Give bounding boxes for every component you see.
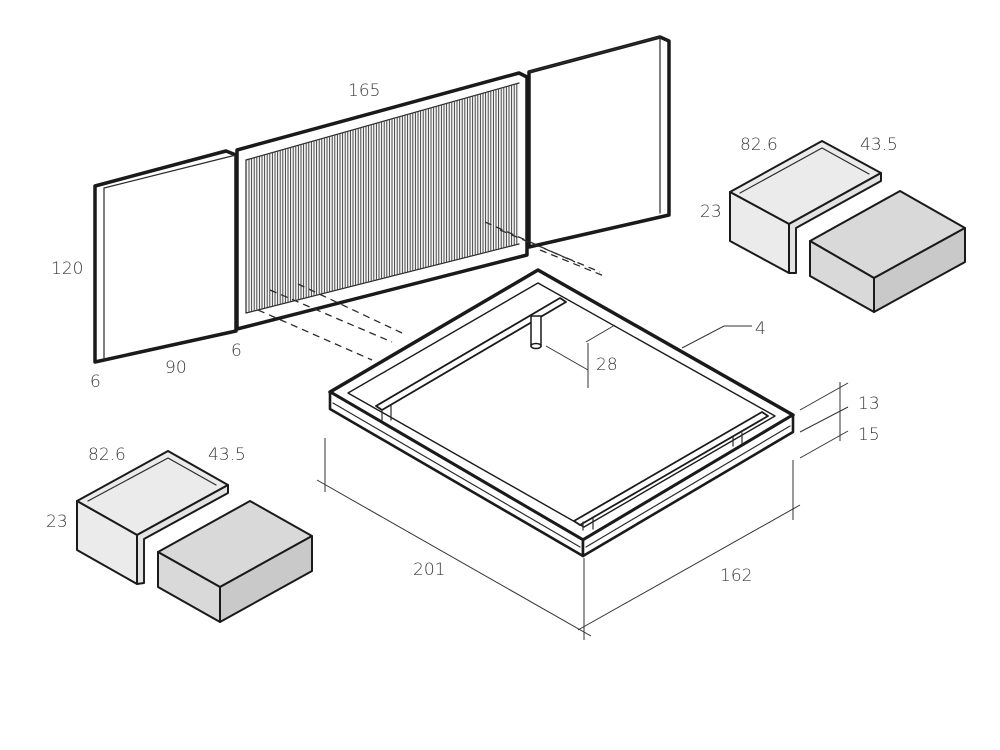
- bed-leg: [530, 315, 542, 350]
- lower-height-label: 15: [858, 425, 880, 445]
- headboard-height-label: 120: [51, 259, 83, 279]
- nightstand-right-height-label: 23: [700, 202, 722, 222]
- center-panel-thickness-label: 6: [231, 341, 242, 361]
- headboard-center-width-label: 165: [348, 81, 380, 101]
- nightstand-right-shell: [729, 140, 882, 274]
- headboard-connection-dashes: [257, 221, 605, 361]
- bed-width-label: 162: [720, 566, 752, 586]
- nightstand-left-height-label: 23: [46, 512, 68, 532]
- upper-height-label: 13: [858, 394, 880, 414]
- nightstand-left-drawer: [157, 500, 313, 623]
- headboard-right-panel: [527, 35, 671, 249]
- nightstand-right-depth-label: 43.5: [860, 135, 898, 155]
- headboard-ribs: [248, 83, 518, 313]
- dimension-labels: 165 120 6 90 6 4 28 201 162 13 15 82.6 4…: [46, 81, 898, 586]
- headboard-left-panel: [93, 149, 238, 364]
- nightstand-left: [76, 450, 313, 623]
- bed-rail-left: [375, 297, 567, 421]
- side-panel-width-label: 90: [165, 358, 187, 378]
- leg-height-dimension: [545, 324, 616, 388]
- nightstand-left-shell: [76, 450, 229, 585]
- nightstand-left-width-label: 82.6: [88, 445, 126, 465]
- frame-thickness-label: 4: [755, 319, 766, 339]
- bed-frame: [316, 268, 849, 640]
- frame-thickness-leader: [681, 325, 752, 349]
- headboard: [93, 35, 671, 364]
- leg-height-label: 28: [596, 355, 618, 375]
- bed-length-label: 201: [413, 560, 445, 580]
- nightstand-right-width-label: 82.6: [740, 135, 778, 155]
- bed-dimension-lines: [316, 382, 849, 640]
- headboard-center-panel: [235, 71, 529, 331]
- side-panel-thickness-label: 6: [90, 372, 101, 392]
- nightstand-left-depth-label: 43.5: [208, 445, 246, 465]
- nightstand-right-drawer: [809, 190, 966, 313]
- bed-rail-right: [573, 411, 769, 531]
- nightstand-right: [729, 140, 966, 313]
